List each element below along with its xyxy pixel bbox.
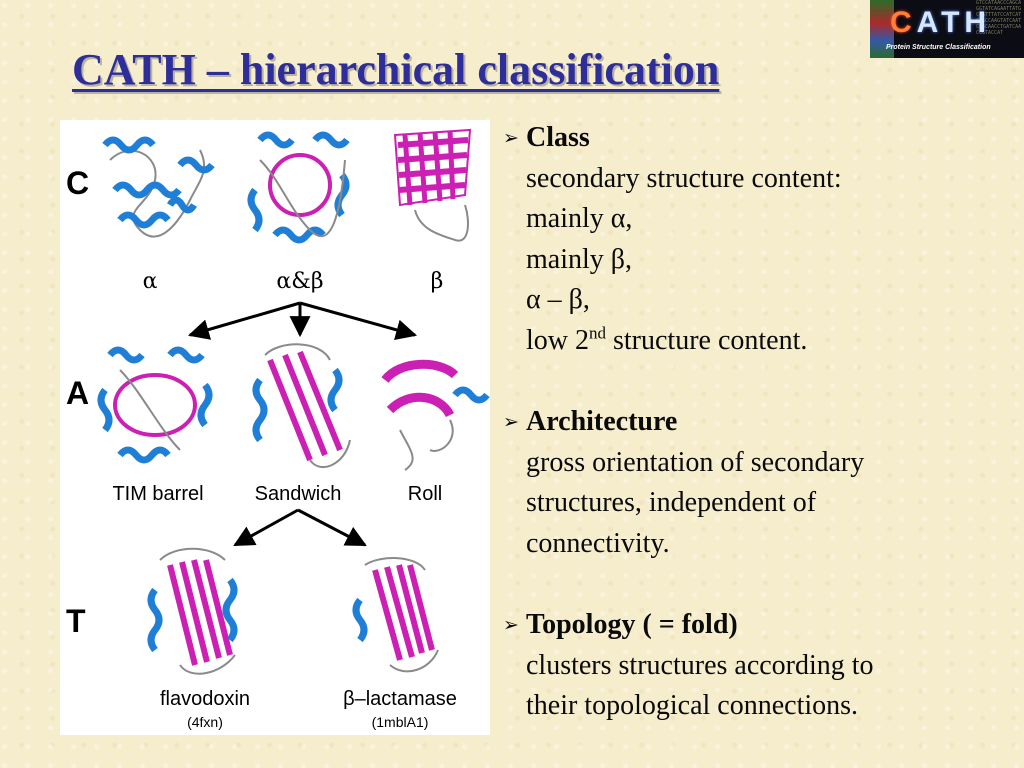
label-sandwich: Sandwich (255, 483, 342, 505)
slide-title: CATH – hierarchical classification (72, 45, 720, 94)
alpha-beta-structure-image (247, 131, 350, 244)
topology-line-1: clusters structures according to (526, 649, 874, 681)
arrow-to-flavodoxin (233, 508, 299, 547)
logo-subtitle: Protein Structure Classification (886, 44, 991, 51)
bullet-class: ➢ Class (503, 118, 1015, 159)
class-line-4: α – β, (526, 284, 590, 315)
arrow-to-tim-barrel (187, 301, 301, 340)
label-alpha: α (143, 269, 158, 294)
beta-lactamase-structure-image (352, 557, 439, 673)
bullet-topology: ➢ Topology ( = fold) (503, 605, 1015, 646)
bullet-heading-class: Class (526, 122, 590, 153)
row-letter-t: T (66, 603, 86, 639)
roll-structure-image (381, 359, 490, 471)
cath-logo: GTCCATAACCCAGCAGGTATCAGAATTATGCCGTTTATCC… (870, 0, 1024, 58)
label-beta-lactamase: β–lactamase (343, 688, 457, 710)
label-alpha-beta: α&β (276, 269, 323, 294)
architecture-line-2: structures, independent of (526, 487, 817, 518)
flavodoxin-structure-image (147, 547, 238, 675)
label-beta: β (431, 269, 444, 294)
arrow-bullet-icon: ➢ (503, 614, 519, 636)
bullet-heading-topology: Topology ( = fold) (526, 609, 738, 640)
dna-helix-image (870, 0, 894, 58)
label-flavodoxin: flavodoxin (160, 688, 250, 710)
architecture-line-1: gross orientation of secondary (526, 446, 865, 478)
topology-line-2: their topological connections. (526, 690, 859, 721)
cath-hierarchy-figure: C A T α α&β β (60, 120, 490, 735)
bullet-architecture: ➢ Architecture (503, 402, 1015, 443)
logo-sequence-text: GTCCATAACCCAGCAGGTATCAGAATTATGCCGTTTATCC… (976, 0, 1022, 36)
class-line-5: low 2nd structure content. (526, 323, 808, 356)
logo-wordmark: CATH (890, 6, 992, 39)
row-letter-c: C (66, 165, 89, 201)
architecture-line-3: connectivity. (526, 527, 670, 559)
code-1mbla1: (1mblA1) (372, 714, 429, 730)
label-tim-barrel: TIM barrel (112, 483, 203, 505)
bullet-list: ➢ Class secondary structure content: main… (503, 118, 1015, 727)
class-line-3: mainly β, (526, 243, 633, 275)
arrow-bullet-icon: ➢ (503, 411, 519, 433)
sandwich-structure-image (252, 343, 351, 469)
beta-structure-image (393, 128, 472, 242)
class-line-1: secondary structure content: (526, 162, 842, 194)
arrow-to-beta-lactamase (297, 508, 367, 547)
alpha-structure-image (102, 136, 215, 238)
arrow-bullet-icon: ➢ (503, 127, 519, 149)
label-roll: Roll (408, 483, 442, 505)
code-4fxn: (4fxn) (187, 714, 223, 730)
row-letter-a: A (66, 375, 89, 411)
class-line-2: mainly α, (526, 203, 633, 234)
hierarchy-diagram: C A T α α&β β (66, 128, 490, 730)
tim-barrel-structure-image (97, 346, 213, 464)
bullet-heading-architecture: Architecture (526, 406, 678, 437)
arrow-to-roll (299, 301, 418, 341)
